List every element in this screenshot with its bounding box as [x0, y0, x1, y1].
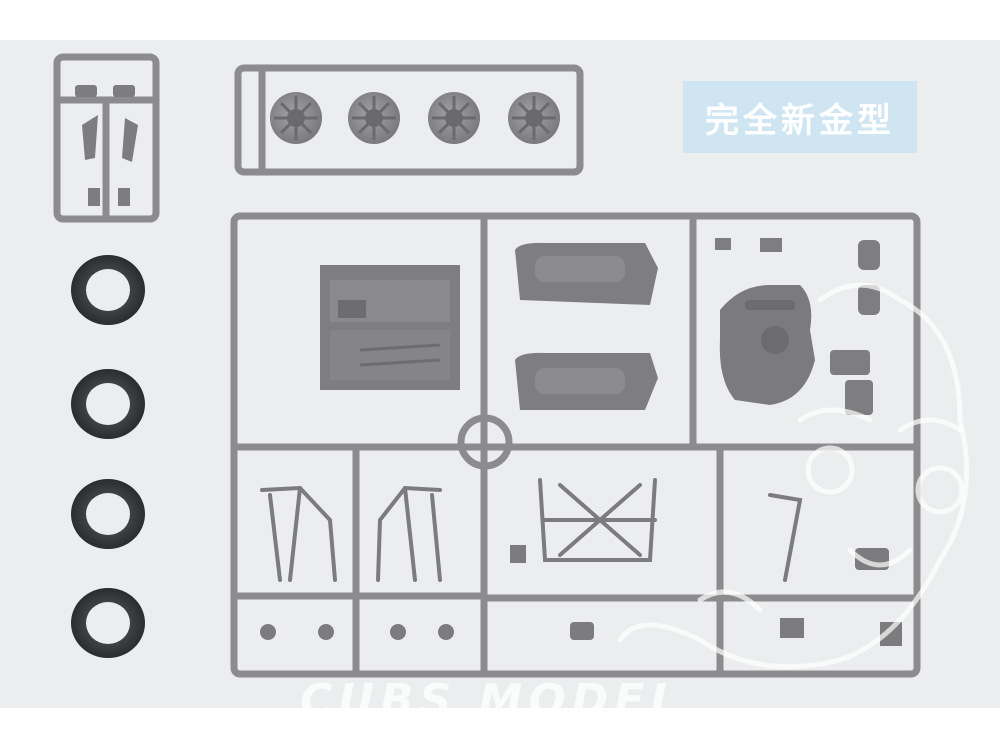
new-mold-badge: 完全新金型 [683, 81, 917, 153]
tire [71, 588, 145, 658]
badge-text: 完全新金型 [705, 100, 895, 141]
tire [71, 369, 145, 439]
wheel-rim [348, 92, 400, 144]
tire [71, 479, 145, 549]
dashboard-part [719, 285, 815, 405]
small-parts-right [715, 238, 880, 415]
door-panel-lower [515, 352, 658, 410]
cabin-floor-part [320, 265, 460, 390]
wheel-sprue-frame [234, 64, 584, 176]
wheel-rim [428, 92, 480, 144]
tires [71, 255, 145, 658]
wheel-rims [270, 92, 560, 144]
main-sprue-frame [230, 212, 921, 678]
watermark-text: CUBS MODEL [300, 675, 685, 715]
door-panel-upper [515, 242, 658, 305]
small-sprue-parts [75, 85, 138, 206]
wheel-rim [270, 92, 322, 144]
roll-cage-parts [260, 478, 803, 582]
tire [71, 255, 145, 325]
small-sprue-frame [53, 53, 160, 223]
watermark-mascot [617, 282, 970, 670]
wheel-rim [508, 92, 560, 144]
bracket-parts [260, 545, 902, 646]
